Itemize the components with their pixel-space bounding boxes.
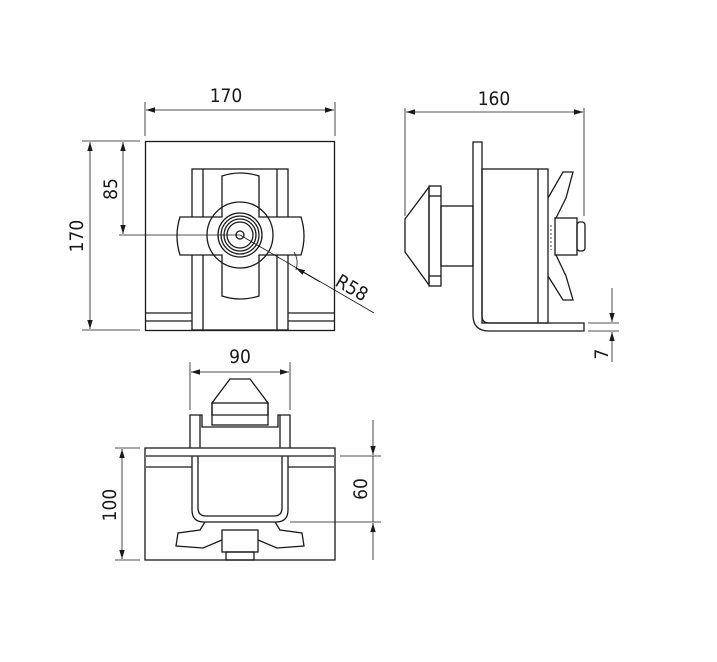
star-knob-outline (176, 172, 305, 300)
dim-front-height: 170 (66, 220, 88, 253)
front-view: 170 170 85 R58 (66, 85, 375, 332)
dim-radius: R58 (332, 270, 372, 306)
side-view: 160 7 (404, 88, 619, 362)
dim-side-depth: 160 (478, 88, 511, 110)
dim-thickness: 7 (591, 349, 613, 360)
dim-bottom-height: 100 (99, 489, 121, 522)
dim-inner-height: 60 (350, 478, 372, 500)
bottom-view: 90 100 60 (99, 346, 381, 561)
dim-bottom-width: 90 (229, 346, 251, 368)
dim-center-height: 85 (100, 178, 122, 200)
dim-front-width: 170 (210, 85, 243, 107)
